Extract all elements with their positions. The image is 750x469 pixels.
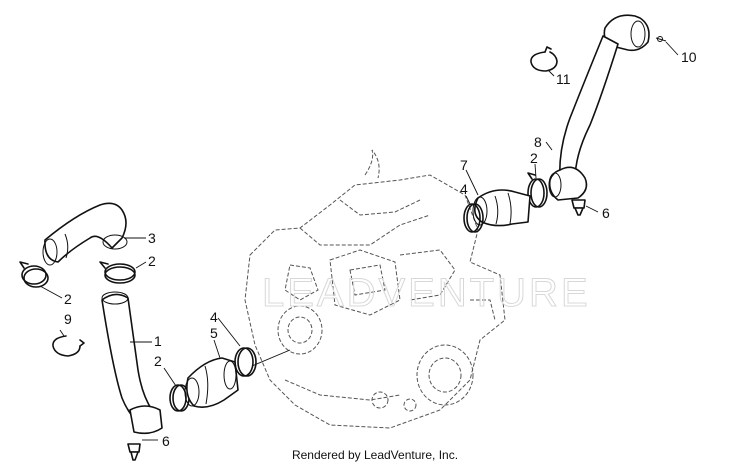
part-9-clip-ring [52, 335, 85, 357]
callout-4-upper: 4 [460, 181, 468, 197]
callout-3: 3 [148, 230, 156, 246]
part-2-clamp-mid [99, 261, 136, 284]
part-2-clamp-upper [527, 172, 548, 208]
callout-5: 5 [210, 325, 218, 341]
footer-credit: Rendered by LeadVenture, Inc. [291, 448, 459, 462]
callout-2-left: 2 [64, 291, 72, 307]
callout-1: 1 [154, 333, 162, 349]
callout-9: 9 [64, 311, 72, 327]
part-6-connector-lower [127, 443, 141, 461]
callout-4-lower: 4 [210, 309, 218, 325]
callout-labels: 10 11 8 2 7 4 6 3 2 2 9 4 5 1 2 6 [64, 49, 697, 449]
leader-lines [39, 41, 679, 441]
part-11-clip-ring [530, 46, 558, 72]
part-5-coupler [184, 357, 239, 408]
part-7-coupler [472, 189, 531, 227]
callout-6-upper: 6 [602, 205, 610, 221]
callout-2-lower: 2 [154, 353, 162, 369]
part-1-tube [101, 291, 163, 435]
part-2-clamp-left [19, 261, 49, 288]
callout-6-lower: 6 [162, 433, 170, 449]
callout-10: 10 [681, 49, 697, 65]
part-4-clamp-lower [234, 347, 257, 377]
part-4-clamp-upper [463, 203, 484, 233]
callout-2-upper: 2 [530, 150, 538, 166]
engine-outline [244, 149, 506, 429]
part-8-tube [548, 35, 619, 201]
callout-2-mid: 2 [148, 253, 156, 269]
watermark-text: LEADVENTURE [262, 271, 591, 315]
callout-7: 7 [460, 157, 468, 173]
callout-11: 11 [556, 71, 571, 87]
callout-8: 8 [534, 134, 542, 150]
part-3-hose [42, 202, 128, 266]
part-6-connector-upper [571, 199, 586, 216]
